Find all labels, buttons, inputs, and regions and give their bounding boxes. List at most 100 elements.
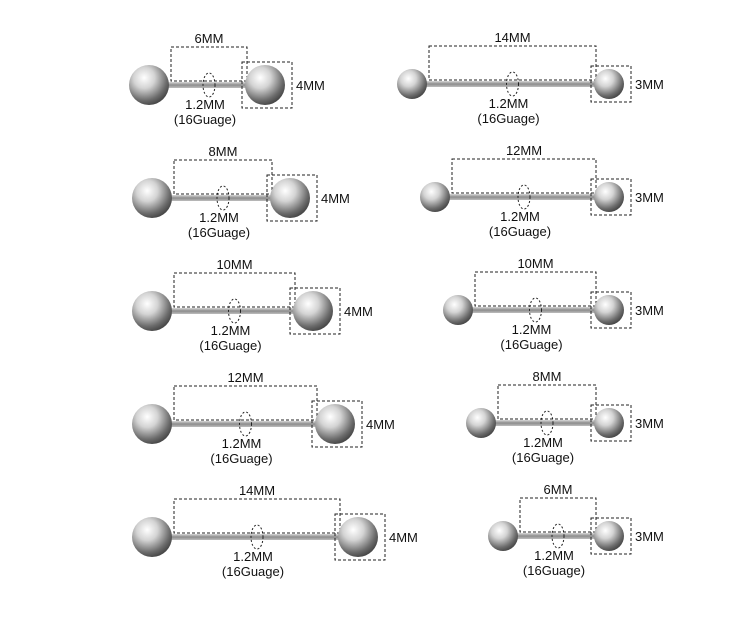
ball-size-label: 3MM — [635, 303, 664, 318]
right-ball — [594, 182, 624, 212]
ball-size-bracket — [590, 517, 632, 555]
right-ball — [594, 295, 624, 325]
ball-size-label: 4MM — [344, 304, 373, 319]
gauge-marker — [228, 298, 241, 324]
length-label: 8MM — [209, 144, 238, 159]
right-ball — [594, 521, 624, 551]
left-ball — [132, 291, 172, 331]
gauge-marker — [202, 72, 216, 98]
barbell-diagram: 6MM 4MM 1.2MM(16Guage) — [129, 31, 325, 127]
gauge-marker — [551, 523, 565, 549]
barbell-bar — [503, 533, 609, 539]
ball-size-label: 4MM — [366, 417, 395, 432]
thickness-label: 1.2MM — [211, 323, 251, 338]
ball-size-label: 4MM — [321, 191, 350, 206]
length-label: 12MM — [227, 370, 263, 385]
left-ball — [397, 69, 427, 99]
ball-size-label: 3MM — [635, 190, 664, 205]
ball-size-bracket — [334, 513, 386, 561]
barbell-bar — [152, 421, 335, 427]
length-label: 6MM — [195, 31, 224, 46]
thickness-label: 1.2MM — [512, 322, 552, 337]
gauge-label: (16Guage) — [188, 225, 250, 240]
gauge-label: (16Guage) — [199, 338, 261, 353]
left-ball — [488, 521, 518, 551]
length-label: 10MM — [517, 256, 553, 271]
gauge-label: (16Guage) — [523, 563, 585, 578]
length-bracket — [173, 385, 318, 421]
ball-size-label: 3MM — [635, 529, 664, 544]
gauge-marker — [250, 524, 264, 550]
gauge-marker — [216, 185, 230, 211]
length-bracket — [173, 272, 296, 308]
length-label: 12MM — [506, 143, 542, 158]
ball-size-label: 3MM — [635, 77, 664, 92]
barbell-diagram: 8MM 4MM 1.2MM(16Guage) — [132, 144, 350, 240]
ball-size-label: 3MM — [635, 416, 664, 431]
gauge-label: (16Guage) — [477, 111, 539, 126]
right-ball — [293, 291, 333, 331]
left-ball — [129, 65, 169, 105]
barbell-bar — [435, 194, 609, 200]
thickness-label: 1.2MM — [523, 435, 563, 450]
length-bracket — [519, 497, 597, 533]
barbell-diagram: 12MM 4MM 1.2MM(16Guage) — [132, 370, 395, 466]
gauge-marker — [517, 184, 531, 210]
ball-size-label: 4MM — [296, 78, 325, 93]
ball-size-bracket — [590, 404, 632, 442]
barbell-diagram: 10MM 3MM 1.2MM(16Guage) — [443, 256, 664, 352]
barbell-bar — [149, 82, 265, 88]
length-bracket — [173, 498, 341, 534]
gauge-marker — [529, 297, 542, 323]
ball-size-bracket — [289, 287, 341, 335]
thickness-label: 1.2MM — [199, 210, 239, 225]
ball-size-bracket — [590, 65, 632, 103]
left-ball — [132, 404, 172, 444]
length-label: 14MM — [239, 483, 275, 498]
ball-size-label: 4MM — [389, 530, 418, 545]
gauge-label: (16Guage) — [500, 337, 562, 352]
ball-size-bracket — [590, 291, 632, 329]
gauge-label: (16Guage) — [489, 224, 551, 239]
ball-size-bracket — [311, 400, 363, 448]
barbell-diagram: 14MM 3MM 1.2MM(16Guage) — [397, 30, 664, 126]
gauge-label: (16Guage) — [174, 112, 236, 127]
gauge-label: (16Guage) — [210, 451, 272, 466]
left-ball — [466, 408, 496, 438]
left-ball — [132, 178, 172, 218]
gauge-label: (16Guage) — [222, 564, 284, 579]
barbell-diagram: 8MM 3MM 1.2MM(16Guage) — [466, 369, 664, 465]
right-ball — [315, 404, 355, 444]
length-label: 6MM — [544, 482, 573, 497]
length-bracket — [428, 45, 597, 81]
gauge-marker — [239, 411, 252, 437]
barbell-bar — [412, 81, 609, 87]
barbell-bar — [152, 308, 313, 314]
barbell-diagram: 10MM 4MM 1.2MM(16Guage) — [132, 257, 373, 353]
barbell-bar — [152, 195, 290, 201]
length-label: 8MM — [533, 369, 562, 384]
ball-size-bracket — [590, 178, 632, 216]
length-bracket — [173, 159, 273, 195]
length-label: 10MM — [216, 257, 252, 272]
barbell-bar — [481, 420, 609, 426]
thickness-label: 1.2MM — [233, 549, 273, 564]
length-bracket — [474, 271, 597, 307]
ball-size-bracket — [266, 174, 318, 222]
barbell-bar — [458, 307, 609, 313]
thickness-label: 1.2MM — [185, 97, 225, 112]
ball-size-bracket — [241, 61, 293, 109]
length-bracket — [170, 46, 248, 82]
right-ball — [245, 65, 285, 105]
thickness-label: 1.2MM — [500, 209, 540, 224]
barbell-bar — [152, 534, 358, 540]
right-ball — [270, 178, 310, 218]
right-ball — [594, 408, 624, 438]
gauge-label: (16Guage) — [512, 450, 574, 465]
thickness-label: 1.2MM — [222, 436, 262, 451]
right-ball — [594, 69, 624, 99]
length-label: 14MM — [494, 30, 530, 45]
thickness-label: 1.2MM — [489, 96, 529, 111]
